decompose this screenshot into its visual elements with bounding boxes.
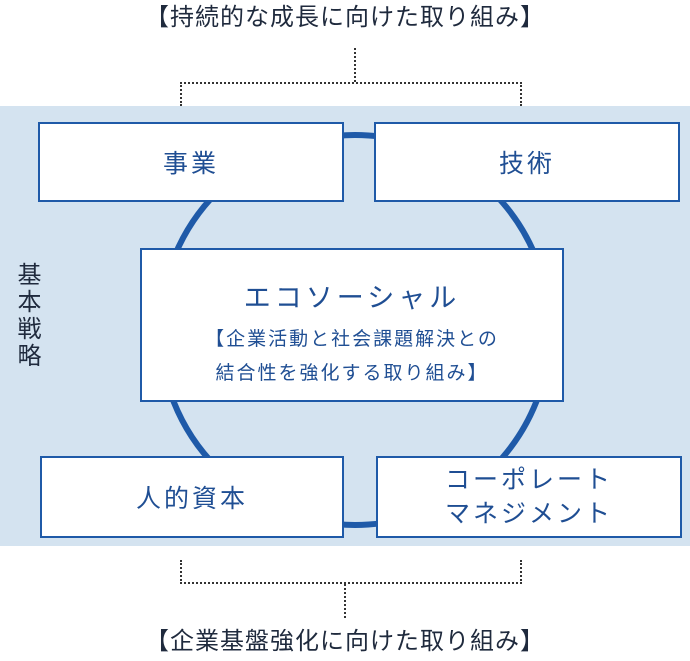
bottom-caption: 【企業基盤強化に向けた取り組み】 [145,627,545,655]
corporate-label-line2: マネジメント [444,499,613,528]
ecosocial-subtitle-line1: 【企業活動と社会課題解決との [205,328,499,350]
technology-box: 技術 [374,122,680,202]
business-label: 事業 [162,149,219,178]
business-box: 事業 [38,122,344,202]
top-bracket [180,82,522,106]
corporate-management-box: コーポレート マネジメント [376,456,682,538]
technology-label: 技術 [498,149,555,178]
corporate-label-line1: コーポレート [444,465,613,494]
bottom-bracket-connector [344,584,346,618]
top-caption: 【持続的な成長に向けた取り組み】 [145,3,545,31]
top-bracket-connector [354,48,356,82]
human-capital-box: 人的資本 [40,456,344,538]
ecosocial-title: エコソーシャル [243,283,461,314]
human-capital-label: 人的資本 [135,484,248,513]
side-label: 基本戦略 [13,262,41,370]
bottom-bracket [180,560,522,584]
ecosocial-subtitle-line2: 結合性を強化する取り組み】 [215,362,489,384]
ecosocial-box: エコソーシャル 【企業活動と社会課題解決との 結合性を強化する取り組み】 [140,248,564,402]
